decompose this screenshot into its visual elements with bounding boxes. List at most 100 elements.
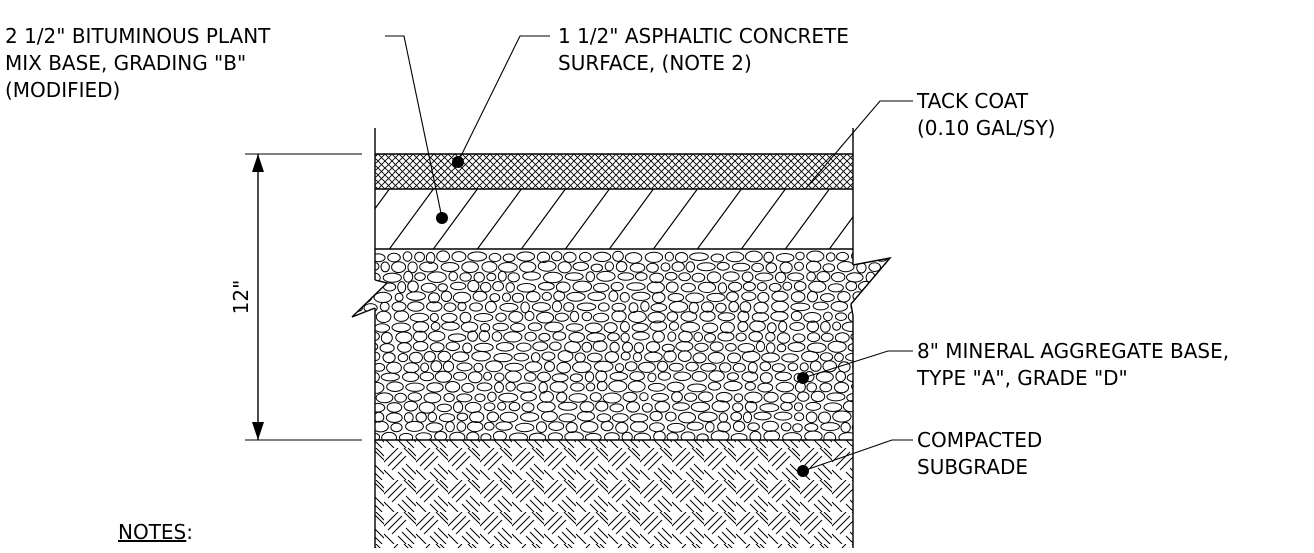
aggregate-pebble (609, 371, 628, 381)
aggregate-pebble (569, 310, 580, 323)
aggregate-pebble (807, 342, 827, 353)
aggregate-pebble (449, 431, 466, 440)
aggregate-pebble (419, 371, 435, 382)
aggregate-pebble (607, 332, 620, 342)
aggregate-pebble (692, 352, 707, 364)
aggregate-pebble (584, 371, 595, 383)
aggregate-pebble (484, 421, 495, 431)
aggregate-pebble (585, 382, 596, 392)
aggregate-pebble (820, 422, 840, 432)
aggregate-pebble (508, 401, 521, 412)
aggregate-pebble (391, 322, 411, 333)
aggregate-pebble (412, 321, 430, 333)
aggregate-pebble (833, 381, 850, 394)
aggregate-pebble (426, 382, 444, 393)
aggregate-pebble (673, 371, 692, 382)
aggregate-pebble (622, 341, 633, 353)
base-course-label: 2 1/2" BITUMINOUS PLANT MIX BASE, GRADIN… (5, 24, 277, 102)
aggregate-pebble (888, 361, 890, 374)
aggregate-pebble (515, 422, 535, 433)
aggregate-pebble (354, 252, 370, 261)
aggregate-pebble (572, 261, 589, 271)
aggregate-pebble (709, 341, 724, 352)
aggregate-pebble (524, 331, 537, 342)
aggregate-pebble (825, 252, 836, 262)
aggregate-pebble (596, 380, 608, 392)
aggregate-pebble (789, 322, 805, 331)
aggregate-pebble (355, 442, 372, 452)
aggregate-pebble (426, 301, 443, 312)
aggregate-pebble (725, 343, 737, 352)
aggregate-pebble (726, 291, 739, 303)
aggregate-pebble (763, 391, 779, 403)
aggregate-pebble (807, 290, 818, 303)
aggregate-pebble (680, 431, 696, 440)
aggregate-pebble (727, 352, 742, 364)
aggregate-pebble (382, 272, 402, 283)
aggregate-pebble (536, 421, 547, 434)
aggregate-pebble (787, 362, 799, 372)
aggregate-pebble (541, 291, 552, 301)
aggregate-pebble (710, 430, 730, 440)
aggregate-pebble (371, 351, 381, 361)
aggregate-pebble (731, 262, 751, 272)
aggregate-pebble (629, 371, 645, 382)
aggregate-pebble (666, 432, 679, 440)
aggregate-pebble (614, 363, 625, 373)
aggregate-pebble (759, 361, 772, 372)
aggregate-pebble (790, 302, 811, 312)
aggregate-pebble (753, 301, 769, 314)
aggregate-pebble (797, 391, 810, 402)
aggregate-pebble (505, 381, 516, 392)
aggregate-pebble (541, 410, 558, 423)
aggregate-pebble (653, 430, 666, 440)
aggregate-pebble (544, 361, 555, 372)
aggregate-pebble (792, 423, 803, 433)
aggregate-pebble (520, 391, 537, 402)
aggregate-pebble (589, 392, 602, 402)
aggregate-pebble (406, 291, 426, 301)
aggregate-pebble (757, 382, 774, 393)
aggregate-pebble (707, 351, 726, 364)
aggregate-pebble (478, 330, 490, 342)
aggregate-pebble (732, 402, 744, 413)
aggregate-pebble (453, 401, 464, 414)
aggregate-pebble (441, 321, 460, 331)
aggregate-pebble (875, 392, 890, 404)
aggregate-pebble (776, 343, 787, 353)
aggregate-pebble (774, 371, 792, 382)
aggregate-pebble (841, 321, 862, 332)
aggregate-pebble (874, 410, 888, 422)
aggregate-pebble (564, 272, 584, 281)
aggregate-pebble (715, 391, 733, 403)
aggregate-pebble (649, 272, 664, 284)
aggregate-pebble (450, 281, 467, 291)
aggregate-pebble (467, 421, 484, 433)
aggregate-pebble (893, 304, 908, 312)
aggregate-pebble (524, 361, 543, 373)
aggregate-pebble (553, 290, 566, 302)
aggregate-pebble (823, 402, 843, 413)
aggregate-pebble (886, 313, 890, 323)
aggregate-pebble (773, 411, 793, 421)
aggregate-pebble (711, 400, 730, 413)
aggregate-pebble (640, 300, 650, 312)
aggregate-pebble (706, 271, 722, 284)
aggregate-pebble (425, 422, 444, 433)
aggregate-pebble (864, 371, 876, 384)
aggregate-pebble (667, 331, 677, 342)
aggregate-pebble (420, 282, 437, 293)
aggregate-pebble (563, 251, 577, 263)
aggregate-pebble (805, 401, 822, 411)
aggregate-pebble (611, 302, 627, 312)
aggregate-pebble (438, 413, 456, 423)
aggregate-pebble (803, 312, 822, 323)
aggregate-pebble (807, 332, 821, 343)
aggregate-pebble (516, 342, 532, 352)
aggregate-pebble (531, 302, 551, 312)
aggregate-pebble (519, 261, 537, 273)
aggregate-pebble (420, 362, 430, 373)
aggregate-pebble (875, 320, 890, 332)
aggregate-pebble (702, 322, 719, 334)
aggregate-pebble (757, 291, 770, 303)
